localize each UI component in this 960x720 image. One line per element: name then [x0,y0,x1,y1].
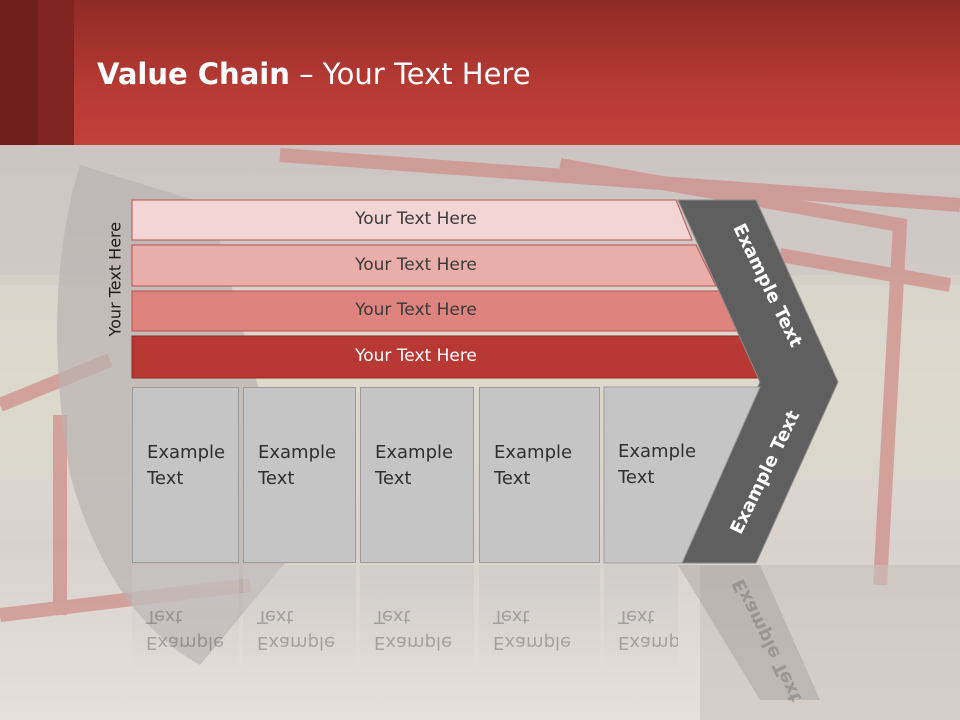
bar-1-shape [131,199,693,241]
slide-header: Value Chain – Your Text Here [0,0,960,145]
bar-2-label: Your Text Here [355,255,477,275]
box-5: Example Text [604,387,724,563]
box-2-label: Example Text [258,442,337,489]
box-2-reflection-label: Example Text [257,606,336,653]
chevron-reflection [678,565,820,700]
bar-4-label: Your Text Here [355,346,477,366]
box-3-reflection-label: Example Text [374,606,453,653]
box-2-reflection: Example Text [243,565,356,685]
box-3-reflection: Example Text [360,565,474,685]
header-stripe [38,0,74,145]
box-1-reflection: Example Text [132,565,239,685]
box-2: Example Text [243,387,356,563]
box-5-reflection: Example Text [604,565,678,685]
last-box-shape [603,386,761,564]
bar-3-label: Your Text Here [355,300,477,320]
box-1-label: Example Text [147,442,226,489]
chevron-arrow [677,199,839,564]
box-4-label: Example Text [494,442,573,489]
box-4: Example Text [479,387,600,563]
box-1-reflection-label: Example Text [146,606,225,653]
box-4-reflection: Example Text [479,565,600,685]
side-label: Your Text Here [105,221,125,337]
box-3-label: Example Text [375,442,454,489]
title-rest: – Your Text Here [289,57,531,91]
box-5-reflection-label: Example Text [618,606,678,653]
bar-1-label: Your Text Here [355,209,477,229]
title-bold: Value Chain [97,57,290,91]
box-5-label: Example Text [618,441,697,488]
box-1: Example Text [132,387,239,563]
box-4-reflection-label: Example Text [493,606,572,653]
box-3: Example Text [360,387,474,563]
header-stripe [0,0,38,145]
slide-title: Value Chain – Your Text Here [97,54,531,94]
bar-2-shape [131,244,717,287]
